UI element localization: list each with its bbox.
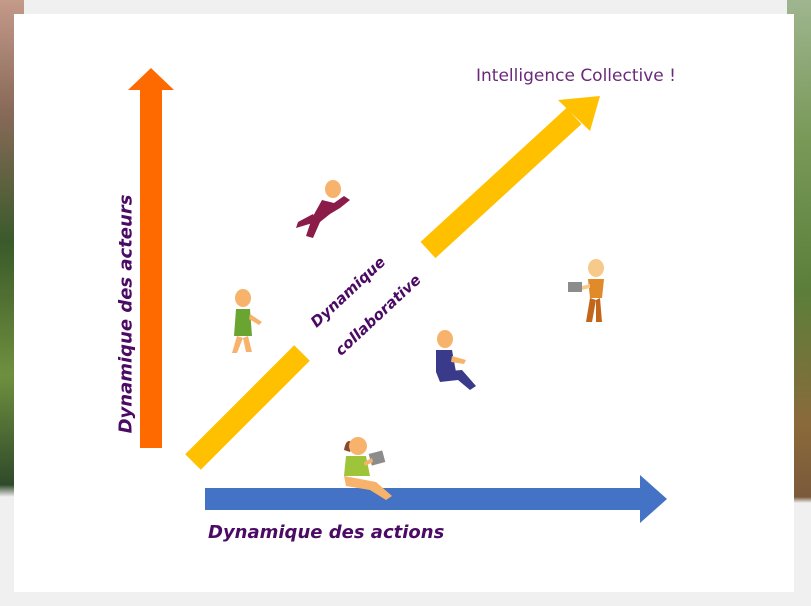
- actors-arrow: [128, 68, 174, 448]
- actors-axis-label: Dynamique des acteurs: [115, 194, 137, 434]
- person-standing-green-icon: [232, 289, 262, 353]
- actions-axis-label: Dynamique des actions: [208, 522, 445, 543]
- collective-intelligence-label: Intelligence Collective !: [476, 66, 676, 86]
- person-with-tablet-icon: [568, 259, 604, 322]
- person-sitting-blue-icon: [436, 330, 476, 390]
- person-running-icon: [296, 180, 350, 238]
- collaborative-arrow: [185, 96, 600, 470]
- person-sitting-tablet-icon: [344, 437, 392, 500]
- actions-arrow: [205, 475, 667, 523]
